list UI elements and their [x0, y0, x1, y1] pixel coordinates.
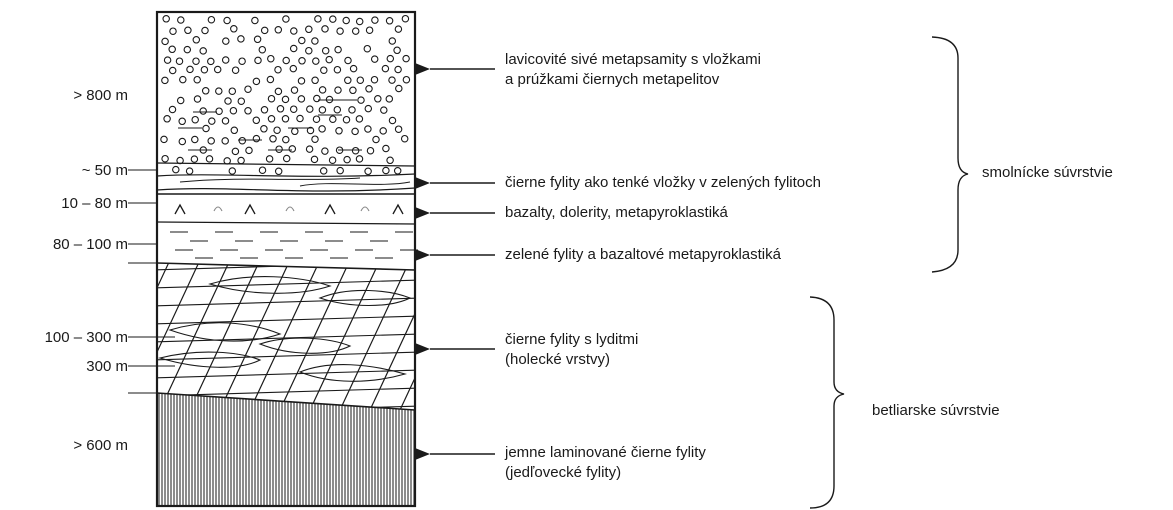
layer-description: čierne fylity ako tenké vložky v zelenýc…: [505, 173, 821, 193]
layer-description: jemne laminované čierne fylity: [505, 443, 706, 463]
layer-description: lavicovité sivé metapsamity s vložkami: [505, 50, 761, 70]
black-phyllite-lenses-layer: [157, 174, 415, 191]
layer-description: a prúžkami čiernych metapelitov: [505, 70, 719, 90]
group-label-smolnik: smolnícke súvrstvie: [982, 164, 1113, 182]
layer-description: čierne fylity s lyditmi: [505, 330, 638, 350]
thickness-label: > 600 m: [18, 437, 128, 455]
green-phyllite-layer-pattern: [170, 232, 418, 258]
smolnik-group-brace: [932, 37, 968, 272]
layer-description: bazalty, dolerity, metapyroklastiká: [505, 203, 728, 223]
thickness-label: 300 m: [18, 358, 128, 376]
thickness-label: > 800 m: [18, 87, 128, 105]
metapsamite-layer-pattern: [161, 16, 410, 175]
group-label-betliar: betliarske súvrstvie: [872, 402, 1000, 420]
layer-description: (jedľovecké fylity): [505, 463, 621, 483]
betliar-group-brace: [810, 297, 844, 508]
layer-description: (holecké vrstvy): [505, 350, 610, 370]
layer-description: zelené fylity a bazaltové metapyroklasti…: [505, 245, 781, 265]
column-frame: [157, 12, 415, 506]
thickness-label: ~ 50 m: [18, 162, 128, 180]
thickness-label: 10 – 80 m: [18, 195, 128, 213]
basalt-layer-pattern: [175, 205, 403, 214]
layer-arrows: [430, 69, 495, 454]
thickness-label: 100 – 300 m: [18, 329, 128, 347]
thickness-label: 80 – 100 m: [18, 236, 128, 254]
